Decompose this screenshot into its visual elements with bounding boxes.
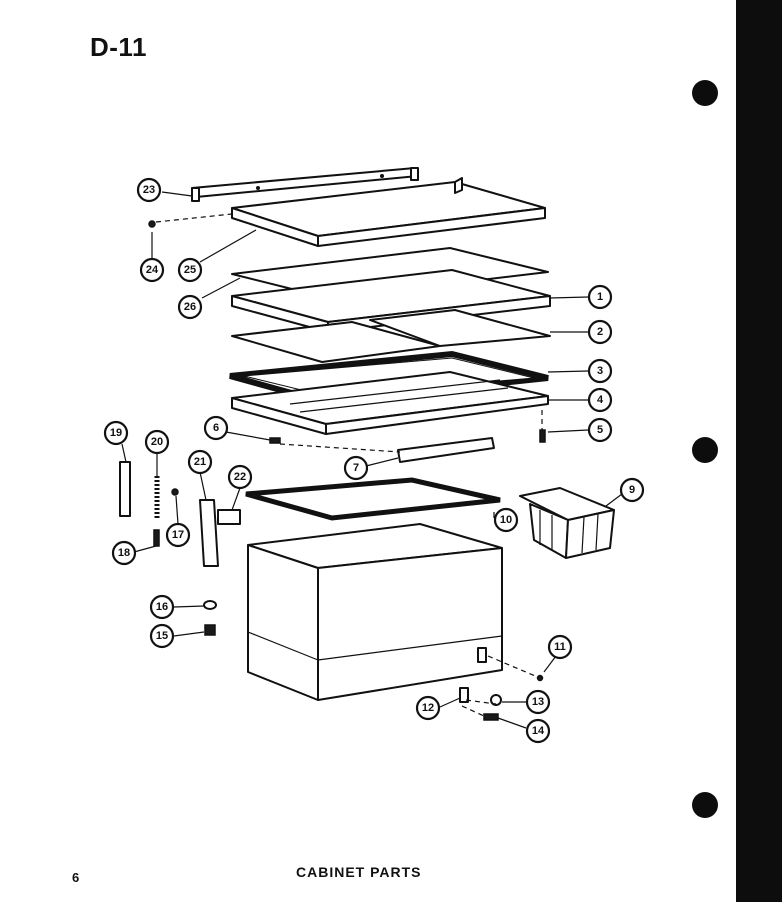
callout-16: 16 xyxy=(149,594,175,620)
svg-text:25: 25 xyxy=(184,264,196,276)
part-hinge-bar xyxy=(119,461,131,517)
svg-text:14: 14 xyxy=(532,725,545,737)
part-screw-14 xyxy=(483,713,499,721)
part-inner-liner xyxy=(231,371,549,435)
part-nut-15 xyxy=(204,624,216,636)
part-screw-24 xyxy=(148,220,156,228)
exploded-view-diagram: 23 24 25 26 1 2 3 4 5 6 7 9 10 19 20 21 … xyxy=(103,167,645,744)
callout-23: 23 xyxy=(136,177,162,203)
svg-text:3: 3 xyxy=(597,365,603,377)
callout-22: 22 xyxy=(227,464,253,490)
part-insulation xyxy=(231,309,551,363)
part-pin-18 xyxy=(153,529,160,547)
page-title: D-11 xyxy=(90,32,147,62)
callout-17: 17 xyxy=(165,522,191,548)
callout-18: 18 xyxy=(111,540,137,566)
callout-2: 2 xyxy=(587,319,613,345)
svg-text:15: 15 xyxy=(156,630,168,642)
part-basket xyxy=(519,487,615,559)
page-number: 6 xyxy=(72,870,80,885)
svg-text:4: 4 xyxy=(597,394,604,406)
binding-edge xyxy=(736,0,782,902)
svg-text:18: 18 xyxy=(118,547,130,559)
svg-text:23: 23 xyxy=(143,184,155,196)
svg-text:16: 16 xyxy=(156,601,168,613)
svg-text:26: 26 xyxy=(184,301,196,313)
svg-text:11: 11 xyxy=(554,641,566,653)
callout-6: 6 xyxy=(203,415,229,441)
part-lid-frame xyxy=(231,177,546,247)
callout-7: 7 xyxy=(343,455,369,481)
svg-text:6: 6 xyxy=(213,422,219,434)
callout-21: 21 xyxy=(187,449,213,475)
callout-19: 19 xyxy=(103,420,129,446)
part-screw-5 xyxy=(539,429,546,443)
svg-text:5: 5 xyxy=(597,424,603,436)
part-screw-6 xyxy=(269,437,281,444)
part-washer-16 xyxy=(203,600,217,610)
callout-10: 10 xyxy=(493,507,519,533)
callout-3: 3 xyxy=(587,358,613,384)
leader-lines xyxy=(121,191,623,729)
callout-1: 1 xyxy=(587,284,613,310)
part-cabinet xyxy=(247,523,503,701)
binder-hole xyxy=(692,80,718,106)
svg-text:22: 22 xyxy=(234,471,246,483)
callout-25: 25 xyxy=(177,257,203,283)
svg-text:20: 20 xyxy=(151,436,163,448)
svg-text:1: 1 xyxy=(597,291,603,303)
svg-text:9: 9 xyxy=(629,484,635,496)
svg-text:10: 10 xyxy=(500,514,512,526)
callout-12: 12 xyxy=(415,695,441,721)
callout-13: 13 xyxy=(525,689,551,715)
part-breaker-strip xyxy=(245,477,501,521)
binder-hole xyxy=(692,437,718,463)
callout-26: 26 xyxy=(177,294,203,320)
svg-text:24: 24 xyxy=(146,264,159,276)
binder-hole xyxy=(692,792,718,818)
part-bracket-12 xyxy=(459,687,469,703)
callout-14: 14 xyxy=(525,718,551,744)
callout-5: 5 xyxy=(587,417,613,443)
part-handle xyxy=(397,437,495,463)
callout-11: 11 xyxy=(547,634,573,660)
svg-text:13: 13 xyxy=(532,696,544,708)
part-washer-13 xyxy=(490,694,502,706)
part-nut-17 xyxy=(171,488,179,496)
svg-text:17: 17 xyxy=(172,529,184,541)
svg-text:19: 19 xyxy=(110,427,122,439)
callout-4: 4 xyxy=(587,387,613,413)
callout-9: 9 xyxy=(619,477,645,503)
svg-text:7: 7 xyxy=(353,462,359,474)
part-hinge xyxy=(199,499,241,567)
svg-text:21: 21 xyxy=(194,456,206,468)
callout-24: 24 xyxy=(139,257,165,283)
figure-caption: CABINET PARTS xyxy=(296,864,422,880)
svg-text:2: 2 xyxy=(597,326,603,338)
part-hinge-rail xyxy=(191,167,419,202)
callout-20: 20 xyxy=(144,429,170,455)
svg-text:12: 12 xyxy=(422,702,434,714)
callout-15: 15 xyxy=(149,623,175,649)
